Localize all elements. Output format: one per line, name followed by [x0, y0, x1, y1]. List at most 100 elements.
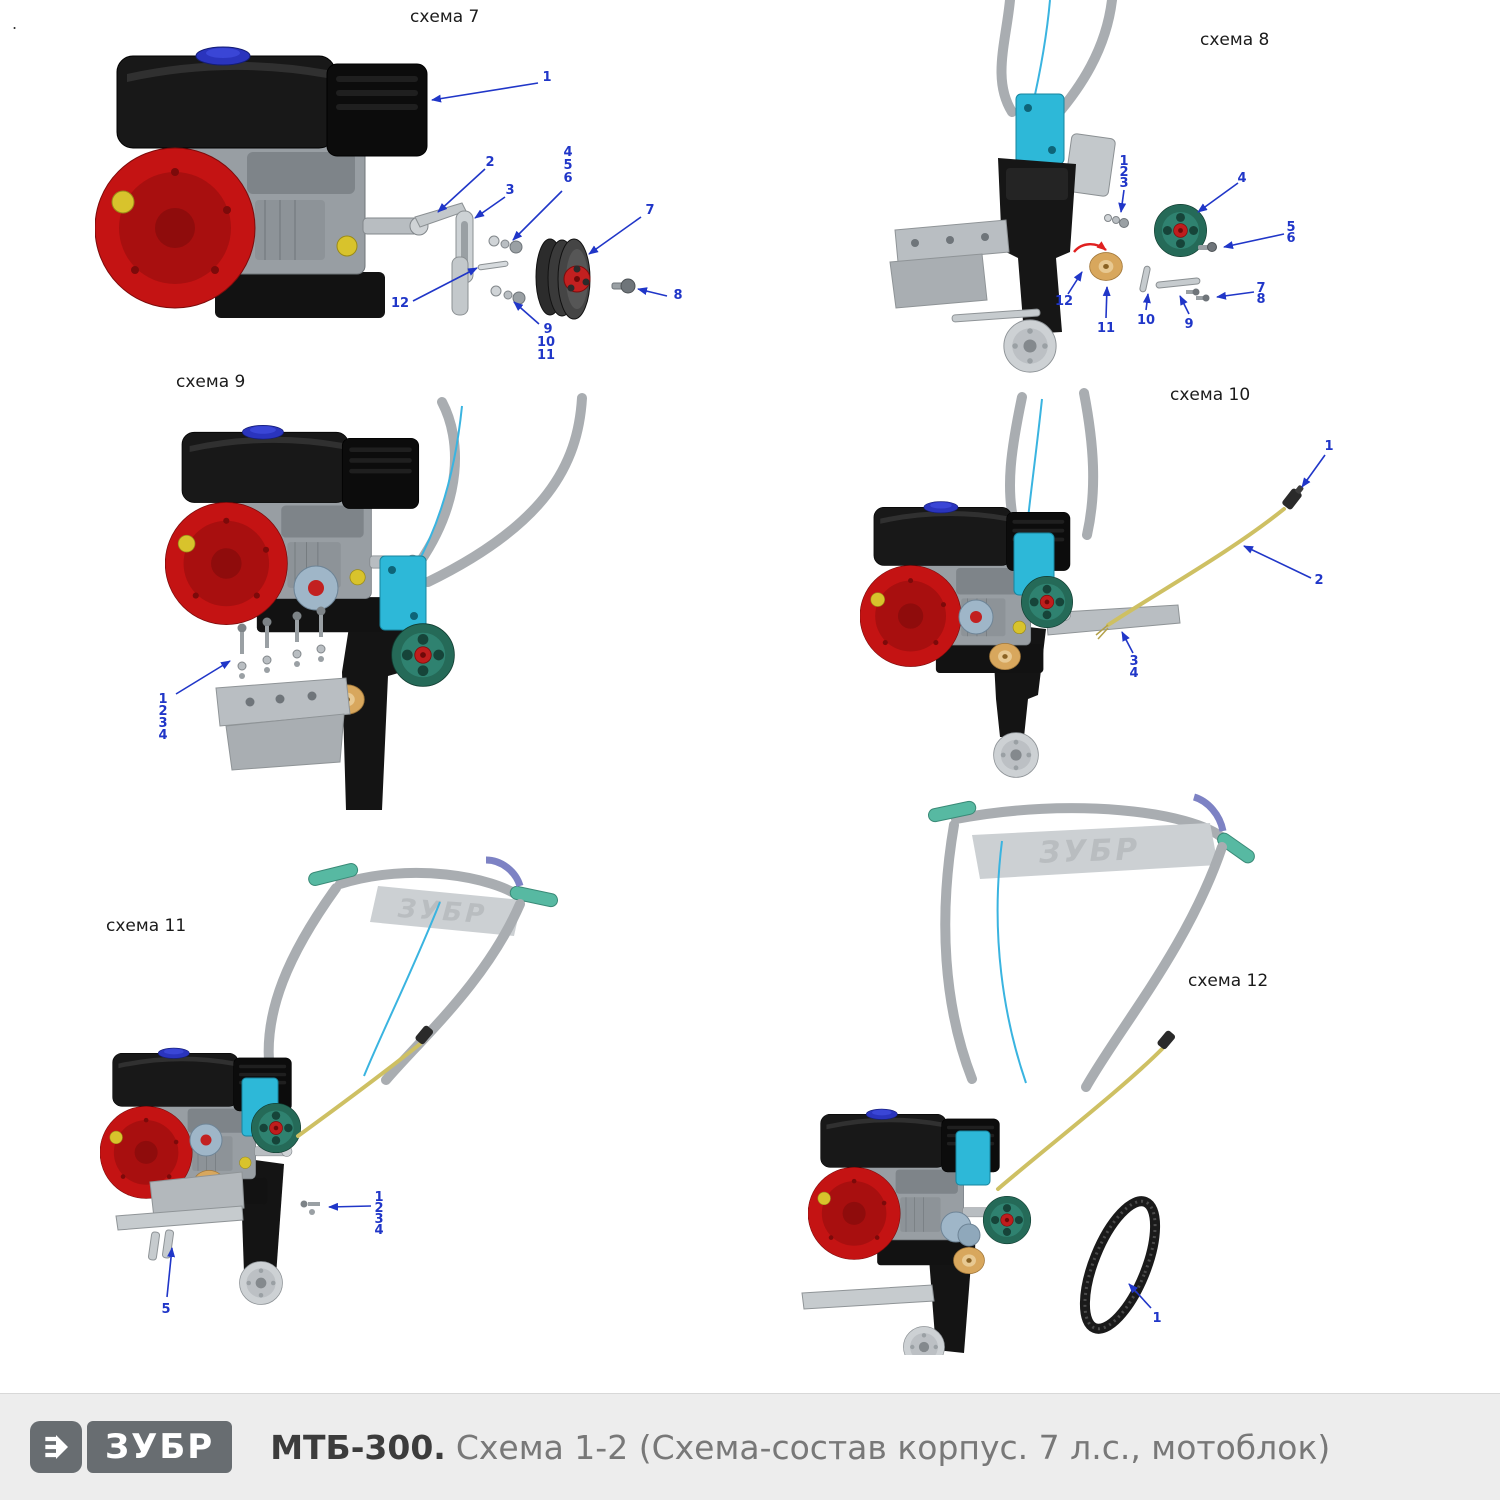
callout-4: 4	[374, 1223, 383, 1238]
gearbox-column	[998, 93, 1116, 334]
callout-numbers: 1 2 3 4	[158, 692, 167, 743]
washers-bottom	[490, 285, 526, 305]
callout-1: 1	[1324, 439, 1333, 454]
exploded-bolts	[237, 606, 326, 679]
callout-1: 1	[1152, 1311, 1161, 1326]
callout-numbers: 1	[1152, 1311, 1161, 1326]
key-pin	[477, 260, 509, 271]
callout-5: 5	[161, 1302, 170, 1317]
schema-7-drawing: 1 2 3 4 5 6 7 8 9 10 11 12	[95, 46, 683, 363]
tension-roller	[989, 642, 1021, 671]
cyan-bracket	[955, 1130, 991, 1186]
bracket-strips	[1139, 265, 1201, 293]
panel-label-schema-10: схема 10	[1170, 385, 1251, 405]
engine-illustration	[95, 46, 429, 319]
corner-mark: .	[12, 14, 18, 33]
bracket-parts	[414, 202, 474, 316]
panel-schema-11: схема 11 ЗУБР	[90, 830, 590, 1340]
panel-label-schema-8: схема 8	[1200, 30, 1270, 50]
frame-bracket	[889, 219, 1041, 323]
schema-12-drawing: ЗУБР	[801, 793, 1255, 1355]
panel-schema-9: схема 9	[130, 370, 620, 810]
callout-3: 3	[158, 716, 167, 731]
zubr-logo: ЗУБР	[30, 1421, 233, 1473]
drive-belt	[1079, 1196, 1161, 1334]
panel-schema-12: схема 12 ЗУБР	[790, 775, 1290, 1355]
callout-8: 8	[673, 288, 682, 303]
clutch-lever	[485, 856, 524, 888]
panel-label-schema-7: схема 7	[410, 7, 480, 27]
zubr-arrow-glyph	[45, 1435, 68, 1459]
left-grip	[308, 863, 359, 886]
handlebar-assembly: ЗУБР	[927, 793, 1255, 1092]
throttle-cable	[1095, 485, 1304, 640]
right-grip	[509, 885, 559, 908]
callout-1: 1	[542, 70, 551, 85]
callout-1: 1	[374, 1190, 383, 1205]
callout-11: 11	[1097, 321, 1115, 336]
callout-1: 1	[1119, 154, 1128, 169]
footer-title: МТБ-300.Схема 1-2 (Схема-состав корпус. …	[270, 1428, 1330, 1467]
panel-label-schema-9: схема 9	[176, 372, 246, 392]
zubr-logo-icon	[30, 1421, 82, 1473]
panel-label-schema-12: схема 12	[1188, 971, 1269, 991]
rotation-arrow	[1073, 241, 1107, 253]
washers-top	[488, 235, 523, 254]
frame-bar	[801, 1284, 935, 1310]
callout-numbers: 1 2 3 4 5 6 7 8 9 10 11 12	[1055, 154, 1296, 336]
throttle-cable	[996, 1030, 1176, 1191]
callout-11: 11	[537, 348, 555, 363]
handlebar-assembly: ЗУБР	[263, 856, 559, 1085]
callout-numbers: 1 2 3 4	[1129, 439, 1333, 681]
callout-numbers: 1 2 3 4 5	[161, 1190, 383, 1317]
tension-roller	[1089, 252, 1123, 281]
steel-pulley	[189, 1123, 223, 1157]
schema-10-drawing: 1 2 3 4	[860, 388, 1334, 778]
callout-arrows	[412, 82, 668, 325]
schema-9-drawing: 1 2 3 4	[158, 393, 587, 810]
callout-9: 9	[1184, 317, 1193, 332]
callout-2: 2	[485, 155, 494, 170]
panel-label-schema-11: схема 11	[106, 916, 187, 936]
brand-watermark: ЗУБР	[1037, 832, 1140, 871]
cyan-bracket	[379, 555, 427, 631]
handlebar-tubes	[415, 393, 587, 587]
zubr-logo-text: ЗУБР	[87, 1421, 233, 1473]
callout-4: 4	[563, 145, 572, 160]
support-wheel	[993, 732, 1039, 778]
callout-6: 6	[563, 171, 572, 186]
frame-bracket	[215, 677, 351, 771]
callout-10: 10	[537, 335, 555, 350]
callout-arrows	[1121, 454, 1326, 654]
callout-9: 9	[543, 322, 552, 337]
callout-4: 4	[1237, 171, 1246, 186]
tension-roller	[953, 1246, 985, 1275]
callout-3: 3	[1119, 176, 1128, 191]
callout-6: 6	[1286, 231, 1295, 246]
callout-3: 3	[374, 1212, 383, 1227]
right-grip	[1217, 832, 1255, 864]
callout-2: 2	[1119, 165, 1128, 180]
callout-3: 3	[505, 183, 514, 198]
steel-pulleys	[940, 1211, 981, 1247]
schema-subtitle: Схема 1-2 (Схема-состав корпус. 7 л.с., …	[455, 1427, 1331, 1467]
exploded-washers	[1104, 214, 1129, 228]
callout-12: 12	[1055, 294, 1073, 309]
callout-8: 8	[1256, 292, 1265, 307]
callout-arrows	[1128, 1283, 1152, 1309]
panel-schema-7: схема 7	[80, 5, 700, 370]
support-wheel	[239, 1261, 283, 1305]
callout-12: 12	[391, 296, 409, 311]
callout-arrows	[1067, 182, 1285, 319]
callout-7: 7	[1256, 281, 1265, 296]
steel-pulley	[958, 599, 994, 635]
callout-2: 2	[158, 704, 167, 719]
callout-numbers: 1 2 3 4 5 6 7 8 9 10 11 12	[391, 70, 683, 363]
model-name: МТБ-300.	[270, 1427, 446, 1467]
callout-4: 4	[158, 728, 167, 743]
green-pulley	[250, 1102, 302, 1154]
footer: ЗУБР МТБ-300.Схема 1-2 (Схема-состав кор…	[0, 1393, 1500, 1500]
panel-schema-8: схема 8	[860, 0, 1300, 395]
callout-2: 2	[1314, 573, 1323, 588]
